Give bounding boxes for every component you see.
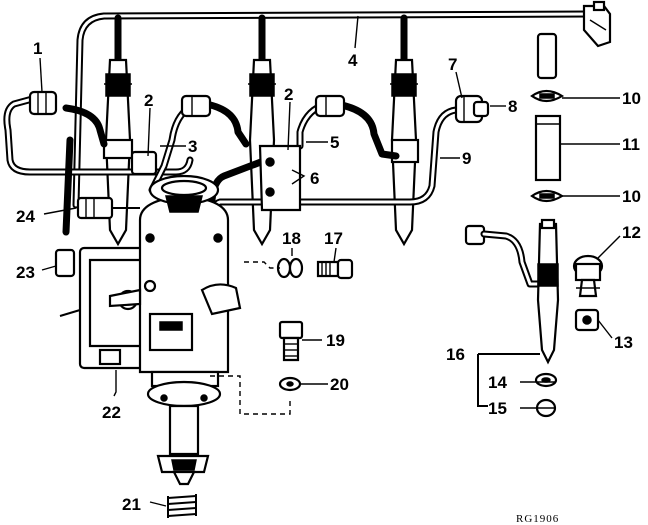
injection-lines bbox=[3, 94, 460, 246]
callout-21: 21 bbox=[122, 495, 141, 514]
callout-15: 15 bbox=[488, 399, 507, 418]
callout-24: 24 bbox=[16, 207, 35, 226]
callout-2-left: 2 bbox=[144, 91, 153, 110]
callout-14: 14 bbox=[488, 373, 507, 392]
callout-4: 4 bbox=[348, 51, 358, 70]
callout-17: 17 bbox=[324, 229, 343, 248]
callout-18: 18 bbox=[282, 229, 301, 248]
callout-11: 11 bbox=[622, 135, 640, 154]
callout-22: 22 bbox=[102, 403, 121, 422]
callout-10-bottom: 10 bbox=[622, 187, 641, 206]
callout-8: 8 bbox=[508, 97, 517, 116]
callout-10-top: 10 bbox=[622, 89, 641, 108]
spring-21 bbox=[167, 494, 197, 518]
callout-9: 9 bbox=[462, 149, 471, 168]
callout-23: 23 bbox=[16, 263, 35, 282]
callout-labels: 1 2 2 3 4 5 6 7 8 9 10 10 11 12 13 14 15… bbox=[16, 39, 641, 525]
callout-16: 16 bbox=[446, 345, 465, 364]
callout-1: 1 bbox=[33, 39, 42, 58]
injection-pump bbox=[59, 174, 242, 486]
injection-nozzles bbox=[102, 58, 420, 247]
callout-3: 3 bbox=[188, 137, 197, 156]
line-fittings bbox=[28, 90, 490, 278]
callout-20: 20 bbox=[330, 375, 349, 394]
bolt-19-washer-20 bbox=[210, 320, 304, 415]
callout-6: 6 bbox=[310, 169, 319, 188]
callout-19: 19 bbox=[326, 331, 345, 350]
banjo-fitting-24 bbox=[76, 196, 140, 220]
leak-off-parts-right bbox=[530, 32, 565, 203]
callout-2-right: 2 bbox=[284, 85, 293, 104]
fitting-12-nut-13 bbox=[572, 254, 604, 332]
callout-13: 13 bbox=[614, 333, 633, 352]
washers-14-15 bbox=[477, 353, 558, 418]
leader-lines bbox=[39, 15, 621, 507]
washers-18-bolt-17 bbox=[244, 257, 354, 280]
callout-5: 5 bbox=[330, 133, 339, 152]
line-clamp bbox=[258, 144, 302, 212]
callout-7: 7 bbox=[448, 55, 457, 74]
callout-12: 12 bbox=[622, 223, 641, 242]
nozzle-assembly-16 bbox=[464, 218, 560, 365]
figure-reference-code: RG1906 bbox=[516, 513, 559, 525]
leak-off-line bbox=[72, 0, 612, 209]
